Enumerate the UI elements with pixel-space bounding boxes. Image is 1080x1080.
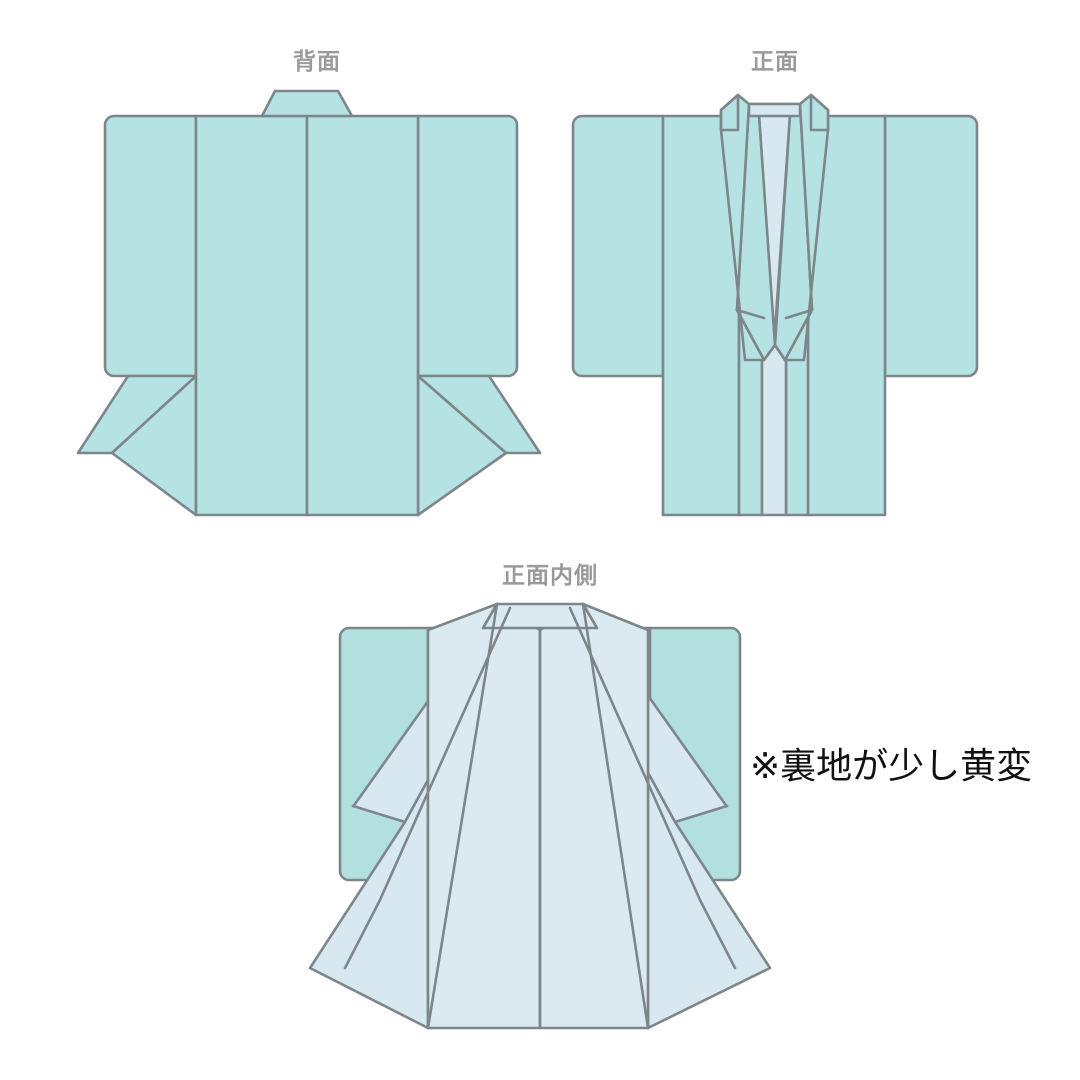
back-right-hem-wedge-outer <box>416 374 542 455</box>
lining-condition-note: ※裏地が少し黄変 <box>750 745 1033 786</box>
front-left-collar-band <box>735 102 777 362</box>
front-left-outer-collar <box>719 93 766 362</box>
front-left-collar-notch-line <box>735 308 766 320</box>
back-right-hem-wedge-inner <box>416 374 508 517</box>
back-right-sleeve <box>416 114 519 378</box>
inner-lining-left-outer-flap <box>351 602 522 824</box>
back-neck-collar <box>260 89 354 118</box>
back-body-left-panel <box>194 114 309 517</box>
inner-lining-right-body <box>558 610 772 1030</box>
inner-right-sleeve <box>648 626 742 882</box>
inner-neck-left-line <box>481 602 499 630</box>
inner-lining-right-outer-flap <box>558 602 729 824</box>
front-collar-v-bottom <box>762 343 787 362</box>
inner-right-edge-line <box>568 606 737 970</box>
inner-right-shell-panel <box>538 626 652 882</box>
front-left-sleeve <box>571 114 665 378</box>
inner-lining-center-left-panel <box>426 602 542 1030</box>
front-right-sleeve <box>883 114 979 378</box>
inner-left-fold-line <box>426 602 499 1030</box>
inner-left-shell-panel <box>428 626 542 882</box>
view-label-front: 正面 <box>751 48 799 74</box>
back-left-hem-wedge-inner <box>110 374 198 517</box>
inner-neck-right-line <box>581 602 599 630</box>
front-lining-strip-lower <box>760 338 788 517</box>
inner-left-edge-line <box>343 606 512 970</box>
front-right-collar-notch-line <box>784 308 814 320</box>
back-left-sleeve <box>103 114 198 378</box>
view-label-front-inner: 正面内側 <box>502 562 598 588</box>
inner-right-fold-line <box>581 602 650 1030</box>
front-body-right-panel <box>806 114 887 517</box>
view-label-back: 背面 <box>293 48 341 74</box>
inner-lining-neck-collar <box>481 602 599 630</box>
front-right-outer-collar <box>783 93 830 362</box>
front-neck-opening <box>747 102 802 118</box>
front-left-collar-shoulder <box>719 93 740 132</box>
back-body-right-panel <box>305 114 420 517</box>
front-body-left-panel <box>661 114 741 517</box>
inner-lining-left-body <box>308 610 522 1030</box>
back-left-hem-wedge-outer <box>76 374 198 455</box>
front-neck-lining-wedge <box>747 102 802 347</box>
front-right-collar-shoulder <box>809 93 830 132</box>
inner-left-sleeve <box>338 626 432 882</box>
front-right-okumi-panel <box>784 114 810 517</box>
front-right-collar-band <box>773 102 814 362</box>
front-left-okumi-panel <box>737 114 764 517</box>
inner-lining-center-right-panel <box>538 602 650 1030</box>
